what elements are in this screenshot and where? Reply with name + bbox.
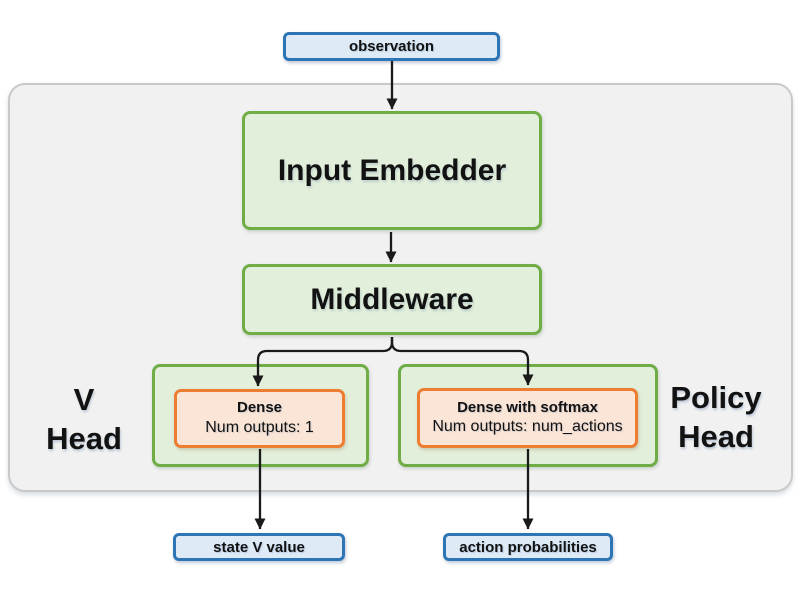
- middleware-label: Middleware: [310, 282, 474, 316]
- input-embedder-node: Input Embedder: [242, 111, 542, 230]
- observation-node: observation: [283, 32, 500, 61]
- policy-head-label-line1: Policy: [670, 380, 762, 415]
- v-head-label-line1: V: [73, 382, 95, 417]
- state-v-value-node: state V value: [173, 533, 345, 561]
- observation-label: observation: [348, 38, 435, 55]
- policy-head-dense-node: Dense with softmax Num outputs: num_acti…: [417, 388, 638, 448]
- policy-head-dense-subtitle: Num outputs: num_actions: [432, 418, 623, 436]
- v-head-label-line2: Head: [46, 420, 122, 456]
- policy-head-label: Policy Head: [656, 379, 776, 457]
- v-head-dense-title: Dense: [236, 399, 283, 417]
- action-probabilities-label: action probabilities: [459, 538, 597, 556]
- policy-head-dense-title: Dense with softmax: [457, 398, 598, 416]
- input-embedder-label: Input Embedder: [277, 153, 507, 187]
- v-head-dense-node: Dense Num outputs: 1: [174, 389, 345, 448]
- policy-head-label-line2: Head: [678, 418, 754, 454]
- v-head-label: V Head: [26, 381, 142, 459]
- state-v-value-label: state V value: [213, 538, 305, 556]
- v-head-dense-subtitle: Num outputs: 1: [205, 418, 314, 436]
- middleware-node: Middleware: [242, 264, 542, 335]
- action-probabilities-node: action probabilities: [443, 533, 613, 561]
